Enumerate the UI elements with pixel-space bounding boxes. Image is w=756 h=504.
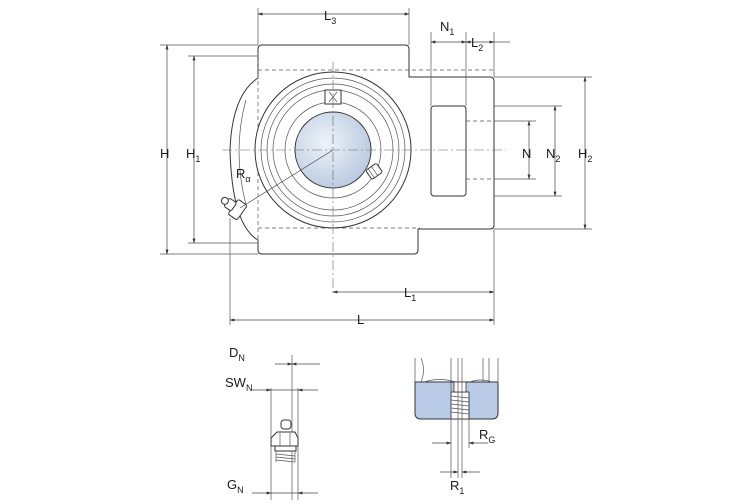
housing-front-view (220, 44, 506, 296)
label-N1: N1 (440, 19, 454, 37)
label-N: N (522, 146, 531, 161)
grease-hole-section (414, 357, 499, 478)
dimensions-main (160, 8, 592, 325)
label-DN: DN (229, 345, 245, 363)
label-H1: H1 (186, 146, 200, 164)
radius-line (239, 149, 334, 209)
dimension-labels: L3 N1 L2 H H1 Rα N N2 H2 L1 L DN SWN GN … (160, 8, 592, 496)
grease-hole-hatch (328, 91, 338, 103)
label-N2: N2 (546, 146, 560, 164)
label-L2: L2 (471, 35, 483, 53)
set-screw (365, 163, 383, 180)
slot (430, 105, 467, 197)
grease-nipple-detail (252, 355, 320, 500)
label-RG: RG (479, 427, 495, 445)
label-Ra: Rα (236, 166, 251, 184)
housing-edge (238, 99, 247, 206)
grease-nipple-side (220, 196, 247, 220)
label-SWN: SWN (225, 375, 252, 393)
label-GN: GN (227, 477, 244, 495)
label-L1: L1 (404, 285, 416, 303)
label-L: L (357, 312, 364, 327)
label-L3: L3 (324, 8, 336, 26)
label-H: H (160, 146, 169, 161)
label-R1: R1 (450, 478, 464, 496)
label-H2: H2 (578, 146, 592, 164)
